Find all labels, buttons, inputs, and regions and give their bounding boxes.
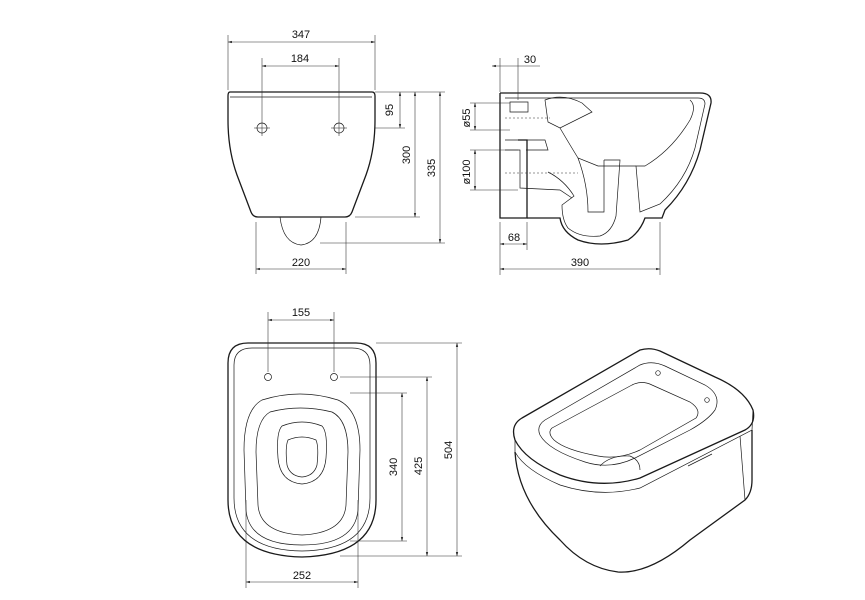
bolt-hole-left xyxy=(254,120,270,136)
perspective-view xyxy=(512,348,755,573)
top-bolt-right xyxy=(330,373,338,381)
dim-side-outlet-offset: 68 xyxy=(508,232,520,244)
bolt-hole-right xyxy=(331,120,347,136)
dim-side-depth: 390 xyxy=(571,257,589,269)
dim-front-width: 347 xyxy=(292,29,310,41)
dim-front-body-height: 300 xyxy=(401,146,413,164)
front-view: 347 184 95 300 335 220 xyxy=(227,29,445,274)
dim-front-bolt-height: 95 xyxy=(384,104,396,116)
dim-front-base-width: 220 xyxy=(292,257,310,269)
dim-front-total-height: 335 xyxy=(426,159,438,177)
dim-side-wall-offset: 30 xyxy=(524,54,536,66)
dim-front-bolt-spacing: 184 xyxy=(291,53,309,65)
dim-top-bolt-spacing: 155 xyxy=(292,307,310,319)
dim-top-total-length: 504 xyxy=(443,441,455,459)
top-bolt-left xyxy=(264,373,272,381)
side-section: 30 ø55 ø100 68 390 xyxy=(461,54,712,275)
dim-top-bowl-width: 252 xyxy=(293,570,311,582)
dim-side-outlet-dia: ø100 xyxy=(461,159,473,184)
dim-top-bowl-length: 340 xyxy=(388,458,400,476)
top-view: 155 340 425 504 252 xyxy=(227,307,462,588)
dim-side-inlet-dia: ø55 xyxy=(461,109,473,128)
dim-top-seat-length: 425 xyxy=(413,457,425,475)
